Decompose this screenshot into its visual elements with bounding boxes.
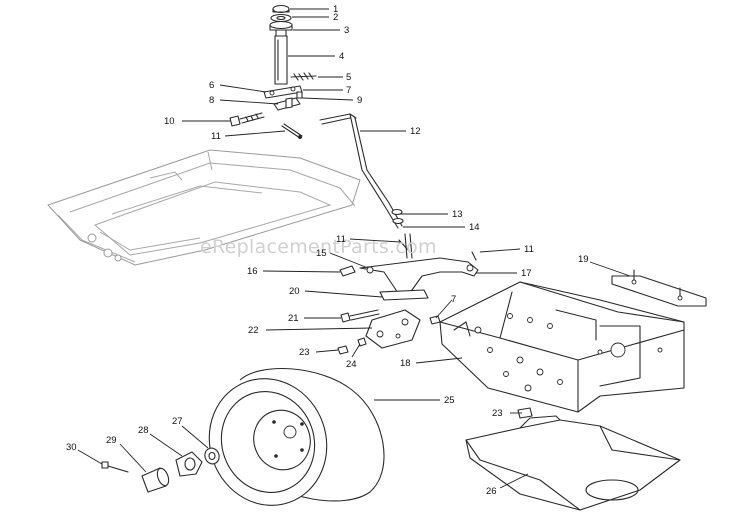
callout-28: 28 — [138, 425, 149, 436]
skid-plate — [465, 407, 681, 511]
callout-6: 6 — [209, 80, 214, 91]
callout-11-upper: 11 — [211, 131, 221, 142]
callout-25: 25 — [444, 395, 455, 406]
wheel-hub-hardware — [101, 447, 220, 493]
callout-8: 8 — [209, 95, 214, 106]
callout-11-right: 11 — [524, 244, 534, 255]
callout-7-upper: 7 — [346, 85, 351, 96]
callout-29: 29 — [106, 435, 117, 446]
front-wheel — [208, 367, 385, 506]
callout-11-mid: 11 — [336, 234, 346, 245]
callout-2: 2 — [333, 12, 338, 23]
callout-14: 14 — [469, 222, 480, 233]
callout-30: 30 — [66, 442, 77, 453]
front-axle-housing — [439, 281, 685, 413]
callout-23-left: 23 — [299, 347, 310, 358]
mower-deck-outline — [47, 149, 361, 266]
callout-21: 21 — [288, 313, 299, 324]
callout-15: 15 — [316, 248, 327, 259]
callout-3: 3 — [344, 25, 349, 36]
callout-24: 24 — [346, 359, 357, 370]
callout-18: 18 — [400, 358, 411, 369]
callout-10: 10 — [164, 116, 175, 127]
callout-13: 13 — [452, 209, 463, 220]
callout-5: 5 — [346, 72, 351, 83]
callout-23-right: 23 — [492, 408, 503, 419]
callout-4: 4 — [339, 51, 344, 62]
pivot-bracket — [337, 309, 441, 355]
callout-19: 19 — [578, 254, 589, 265]
callout-leaders — [77, 8, 631, 489]
watermark-text: eReplacementParts.com — [200, 236, 437, 258]
callout-7-lower: 7 — [451, 294, 456, 305]
steering-arm — [339, 233, 479, 301]
callout-27: 27 — [172, 416, 183, 427]
callout-16: 16 — [247, 266, 258, 277]
steering-shaft-assembly — [229, 4, 317, 139]
callout-26: 26 — [486, 486, 497, 497]
drag-link-rod — [319, 113, 404, 229]
callout-9: 9 — [357, 95, 362, 106]
callout-20: 20 — [289, 286, 300, 297]
callout-1: 1 — [333, 4, 338, 15]
side-bracket — [611, 269, 707, 307]
callout-22: 22 — [248, 325, 259, 336]
callout-labels: 1 2 3 4 5 6 7 8 9 10 11 12 13 14 11 11 1… — [66, 4, 589, 497]
callout-17: 17 — [521, 268, 532, 279]
callout-12: 12 — [410, 126, 421, 137]
